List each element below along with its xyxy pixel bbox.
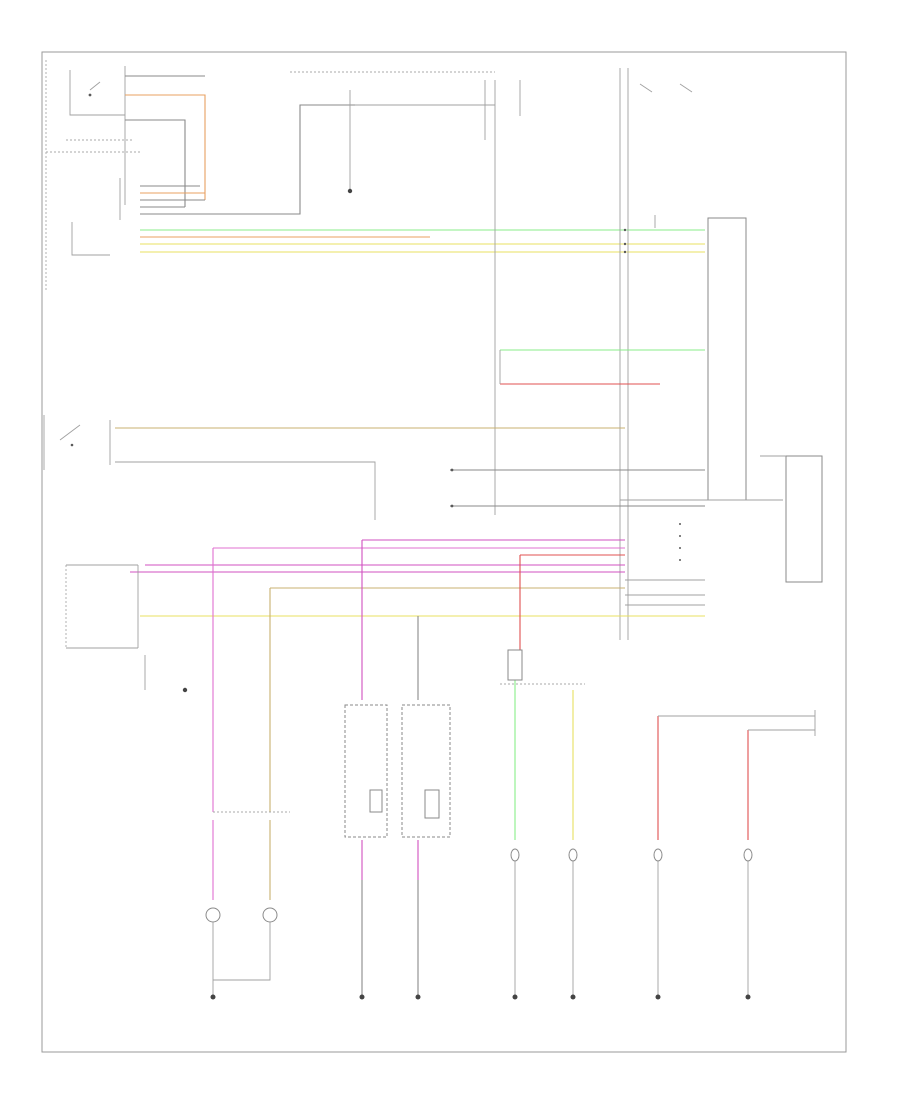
connector-icon xyxy=(623,228,681,561)
diagram-border xyxy=(41,51,847,1053)
rear-lamp-module-right xyxy=(401,704,451,838)
turn-signal-switch xyxy=(65,564,188,693)
fuse-block-top-right xyxy=(619,68,693,640)
flasher-relay xyxy=(507,649,523,681)
ground-icon xyxy=(210,994,751,1000)
hazard-switch xyxy=(43,415,111,470)
control-module-right xyxy=(785,455,823,583)
lamp-icon xyxy=(205,848,753,923)
instrument-cluster xyxy=(707,217,747,501)
rear-lamp-module-left xyxy=(344,704,388,838)
steering-column-switch xyxy=(45,60,140,290)
